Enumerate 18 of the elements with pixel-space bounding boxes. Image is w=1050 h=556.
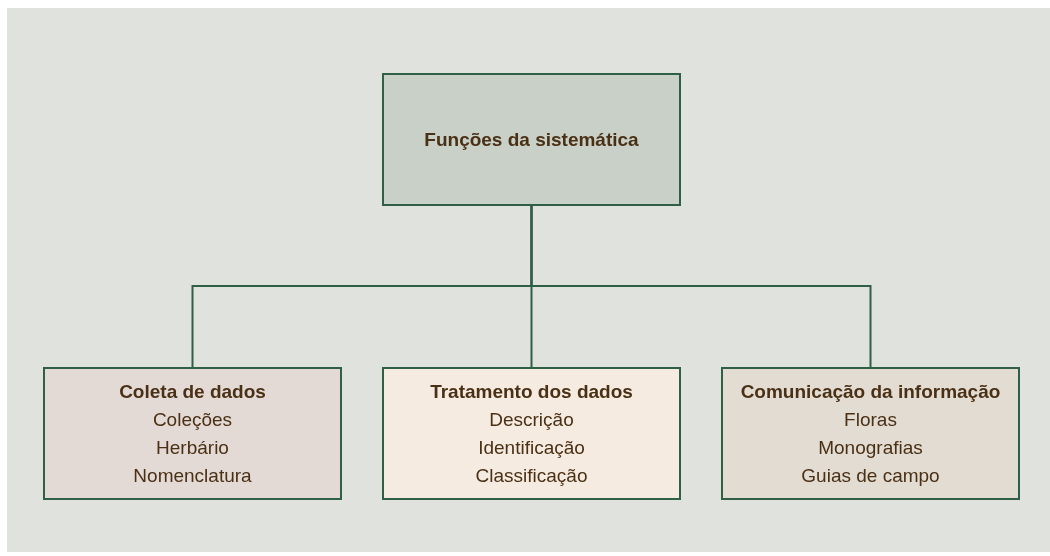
- list-item: Nomenclatura: [133, 464, 252, 488]
- box-heading: Tratamento dos dados: [430, 380, 633, 404]
- category-box: [721, 367, 1020, 500]
- connector-line: [530, 205, 872, 368]
- list-item: Classificação: [475, 464, 588, 488]
- root-box: [382, 73, 681, 206]
- box-heading: Coleta de dados: [119, 380, 266, 404]
- list-item: Herbário: [156, 436, 229, 460]
- box-heading: Funções da sistemática: [424, 128, 639, 152]
- list-item: Floras: [844, 408, 897, 432]
- box-heading: Comunicação da informação: [740, 380, 1001, 404]
- category-box: [382, 367, 681, 500]
- list-item: Guias de campo: [801, 464, 940, 488]
- list-item: Monografias: [818, 436, 923, 460]
- category-box: [43, 367, 342, 500]
- list-item: Coleções: [152, 408, 233, 432]
- list-item: Identificação: [478, 436, 585, 460]
- list-item: Descrição: [489, 408, 574, 432]
